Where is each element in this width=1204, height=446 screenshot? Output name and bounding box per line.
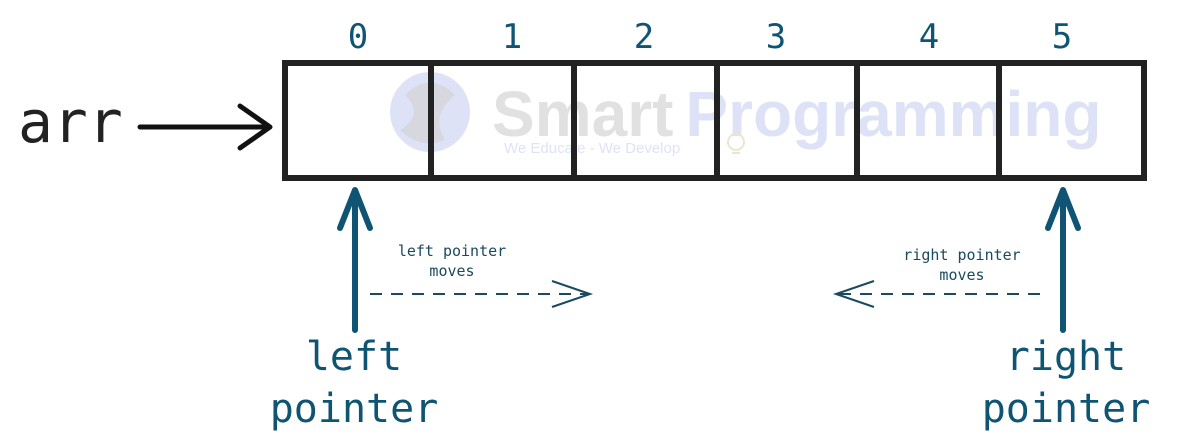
right-move-dashed-arrow-icon — [832, 280, 1040, 308]
right-move-caption-line1: right pointer — [903, 246, 1020, 264]
array-name-label: arr — [18, 88, 123, 156]
index-label-5: 5 — [1052, 17, 1072, 57]
index-label-0: 0 — [348, 17, 368, 57]
left-move-caption-line1: left pointer — [398, 242, 506, 260]
right-pointer-label-line2: pointer — [982, 386, 1151, 432]
array-cells — [282, 60, 1147, 181]
left-pointer-label-line1: left — [306, 334, 402, 380]
index-labels: 0 1 2 3 4 5 — [348, 17, 1072, 57]
index-label-4: 4 — [919, 17, 939, 57]
left-pointer-arrow-icon — [337, 187, 373, 333]
right-pointer-arrow-icon — [1045, 187, 1081, 333]
index-label-2: 2 — [634, 17, 654, 57]
watermark-brand-programming: Programming — [685, 78, 1101, 150]
index-label-3: 3 — [766, 17, 786, 57]
watermark-brand-smart: Smart — [492, 78, 673, 150]
lightbulb-icon — [727, 133, 745, 154]
left-move-caption-line2: moves — [429, 262, 474, 280]
array-cell-5 — [996, 60, 1147, 181]
left-pointer-label-line2: pointer — [270, 386, 439, 432]
right-pointer-label-line1: right — [1006, 334, 1126, 380]
watermark-tagline: We Educate - We Develop — [504, 140, 680, 157]
index-label-1: 1 — [502, 17, 522, 57]
arr-arrow-icon — [137, 103, 273, 151]
left-move-dashed-arrow-icon — [370, 280, 594, 308]
right-move-caption-line2: moves — [939, 266, 984, 284]
